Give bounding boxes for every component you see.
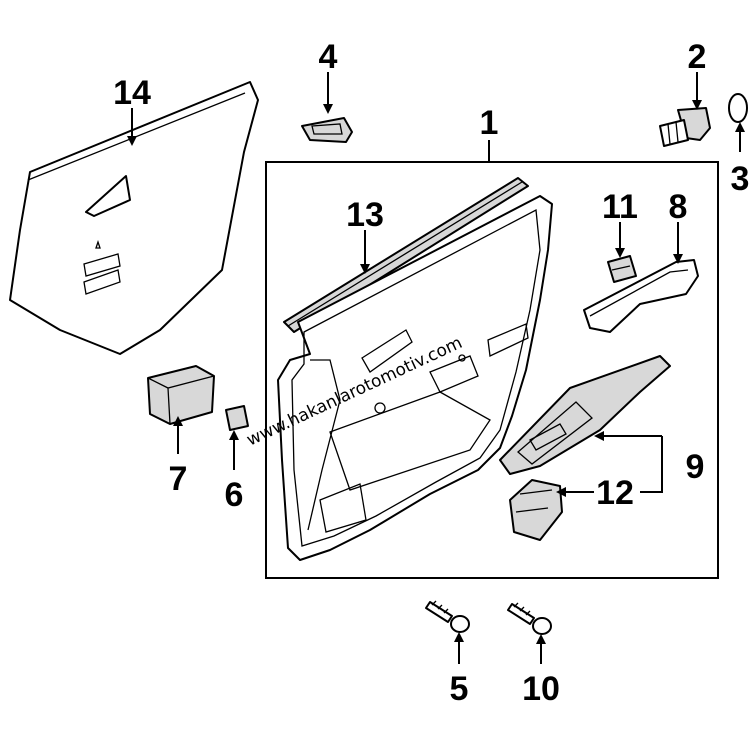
tapping-screw-part bbox=[507, 602, 552, 635]
callout-3: 3 bbox=[731, 160, 750, 198]
callout-13: 13 bbox=[346, 196, 384, 234]
callout-8: 8 bbox=[669, 188, 688, 226]
callout-10: 10 bbox=[522, 670, 560, 708]
retainer-clip-part bbox=[225, 405, 249, 431]
assembly-frame bbox=[265, 161, 719, 579]
door-panel-part bbox=[277, 195, 553, 561]
cap-part bbox=[728, 93, 748, 123]
callout-2: 2 bbox=[688, 38, 707, 76]
screw-part bbox=[425, 600, 470, 633]
callout-11: 11 bbox=[602, 188, 638, 226]
leader-9-bracket bbox=[640, 436, 663, 493]
callout-5: 5 bbox=[450, 670, 469, 708]
water-shield-part bbox=[9, 81, 259, 355]
callout-12: 12 bbox=[596, 474, 634, 512]
handle-clip-part bbox=[607, 255, 637, 283]
grip-handle-part bbox=[583, 259, 699, 333]
callout-4: 4 bbox=[319, 38, 338, 76]
callout-9: 9 bbox=[686, 448, 705, 486]
window-switch-part bbox=[509, 479, 563, 541]
armrest-bezel-part bbox=[499, 355, 671, 475]
callout-14: 14 bbox=[113, 74, 151, 112]
weatherstrip-part bbox=[283, 177, 529, 333]
fastener-part bbox=[659, 107, 711, 147]
control-module-part bbox=[147, 365, 215, 425]
callout-7: 7 bbox=[169, 460, 188, 498]
clip-part bbox=[301, 117, 353, 143]
callout-1: 1 bbox=[480, 104, 499, 142]
callout-6: 6 bbox=[225, 476, 244, 514]
